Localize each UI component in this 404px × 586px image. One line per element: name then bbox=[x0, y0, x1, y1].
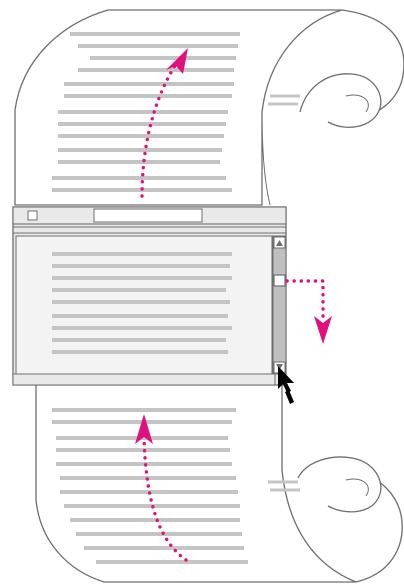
paper-scroll-upper-outline bbox=[15, 10, 342, 205]
paper-upper-roll-lines bbox=[268, 96, 300, 104]
drag-thumb-arrow-path bbox=[287, 281, 323, 318]
paper-roll-lower bbox=[298, 457, 381, 512]
document-window bbox=[13, 207, 286, 385]
drag-thumb-arrowhead bbox=[314, 316, 332, 344]
window-bottom-bar bbox=[13, 374, 275, 385]
window-title-field bbox=[94, 209, 202, 222]
scrollbar-track[interactable] bbox=[273, 236, 286, 374]
arrow-cursor-tail bbox=[285, 390, 294, 404]
close-box[interactable] bbox=[28, 211, 37, 220]
vertical-scrollbar[interactable] bbox=[273, 236, 286, 374]
scroll-thumb[interactable] bbox=[274, 275, 285, 286]
drag-thumb-arrow bbox=[287, 281, 332, 344]
paper-roll-upper bbox=[300, 74, 381, 127]
paper-scroll-lower bbox=[36, 384, 402, 582]
paper-scroll-upper bbox=[15, 10, 404, 205]
paper-scroll-upper-edge bbox=[262, 112, 270, 205]
